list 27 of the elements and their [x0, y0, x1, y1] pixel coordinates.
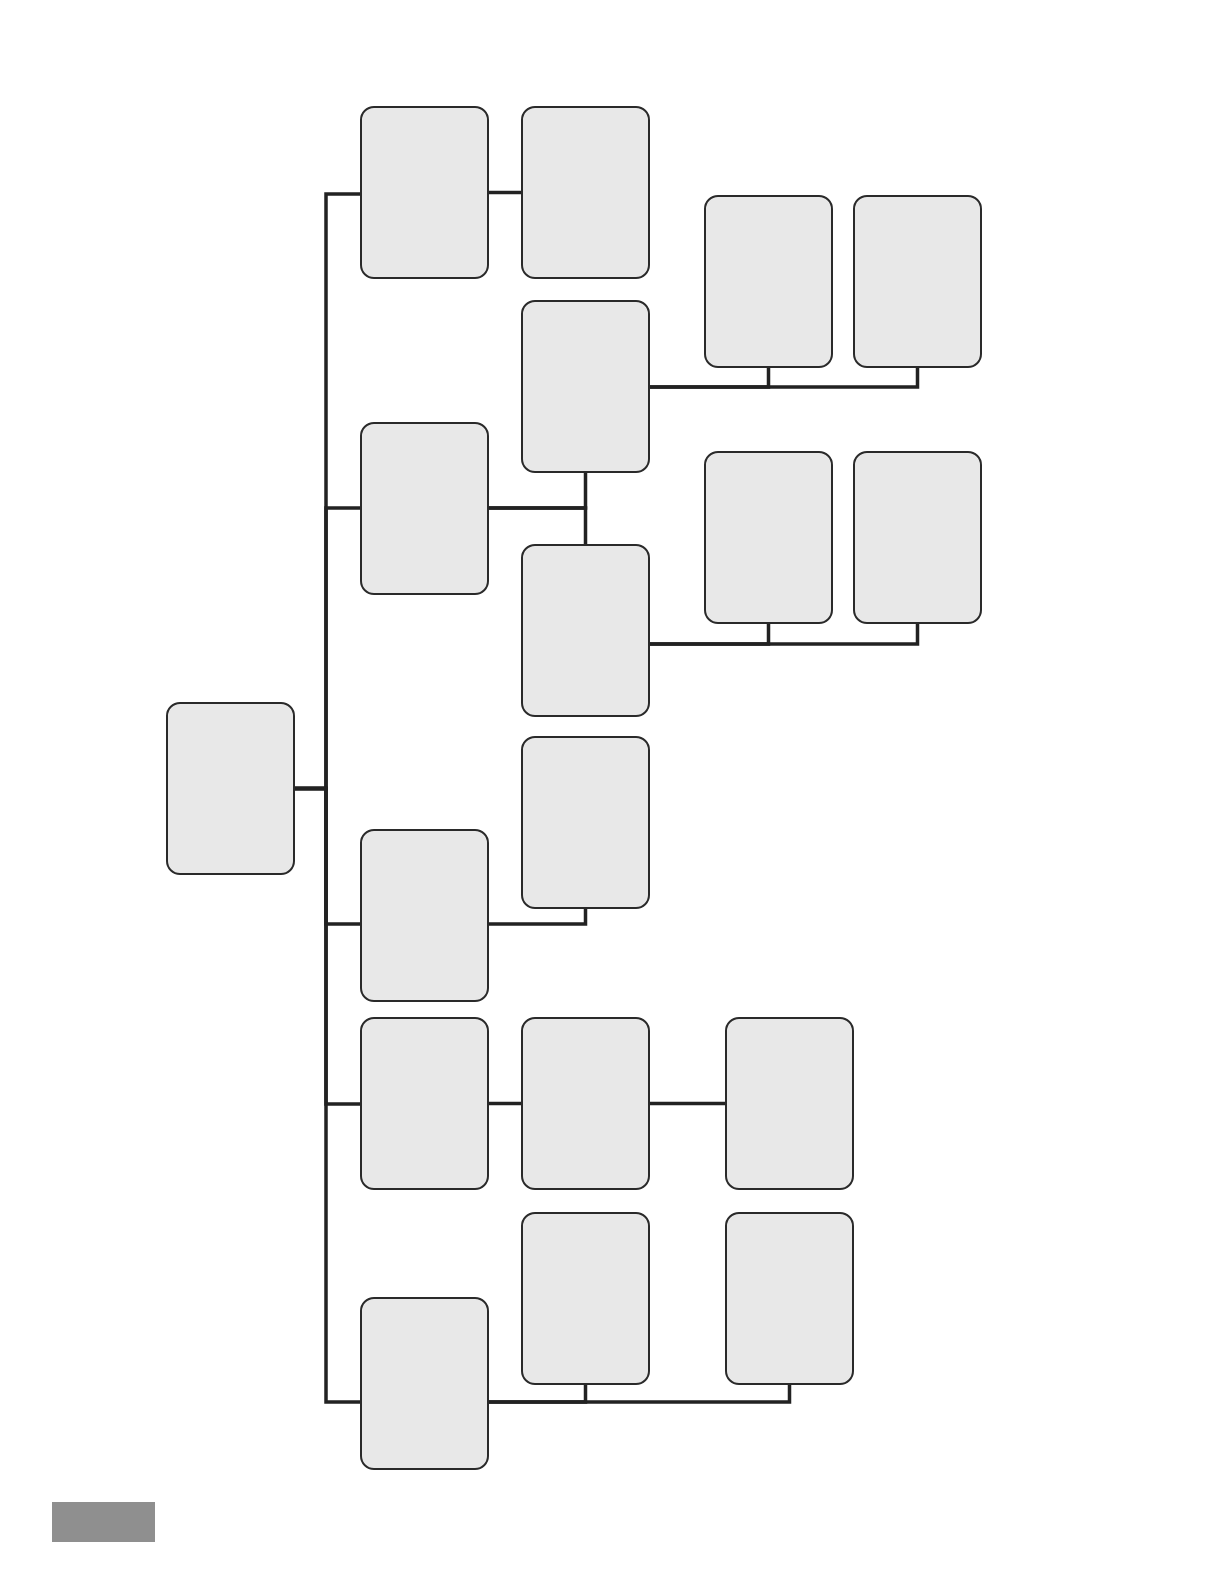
connector-line — [489, 909, 588, 926]
empty-box — [704, 451, 833, 624]
empty-box — [360, 1297, 489, 1470]
empty-box — [521, 1212, 650, 1385]
empty-box — [360, 422, 489, 595]
empty-box — [725, 1212, 854, 1385]
empty-box — [521, 736, 650, 909]
empty-box — [521, 544, 650, 717]
empty-box — [360, 1017, 489, 1190]
empty-box — [853, 195, 982, 368]
connector-line — [489, 190, 521, 195]
empty-box — [521, 1017, 650, 1190]
connector-line — [650, 1101, 725, 1106]
connector-line — [650, 624, 920, 646]
empty-box — [853, 451, 982, 624]
empty-box — [166, 702, 295, 875]
connector-line — [489, 1101, 521, 1106]
connector-line — [489, 1385, 792, 1404]
connector-line — [650, 368, 920, 389]
empty-box — [360, 106, 489, 279]
empty-box — [521, 106, 650, 279]
empty-box — [704, 195, 833, 368]
empty-box — [521, 300, 650, 473]
connector-line — [489, 506, 588, 544]
connector-line — [295, 786, 360, 1404]
empty-box — [725, 1017, 854, 1190]
empty-box — [360, 829, 489, 1002]
